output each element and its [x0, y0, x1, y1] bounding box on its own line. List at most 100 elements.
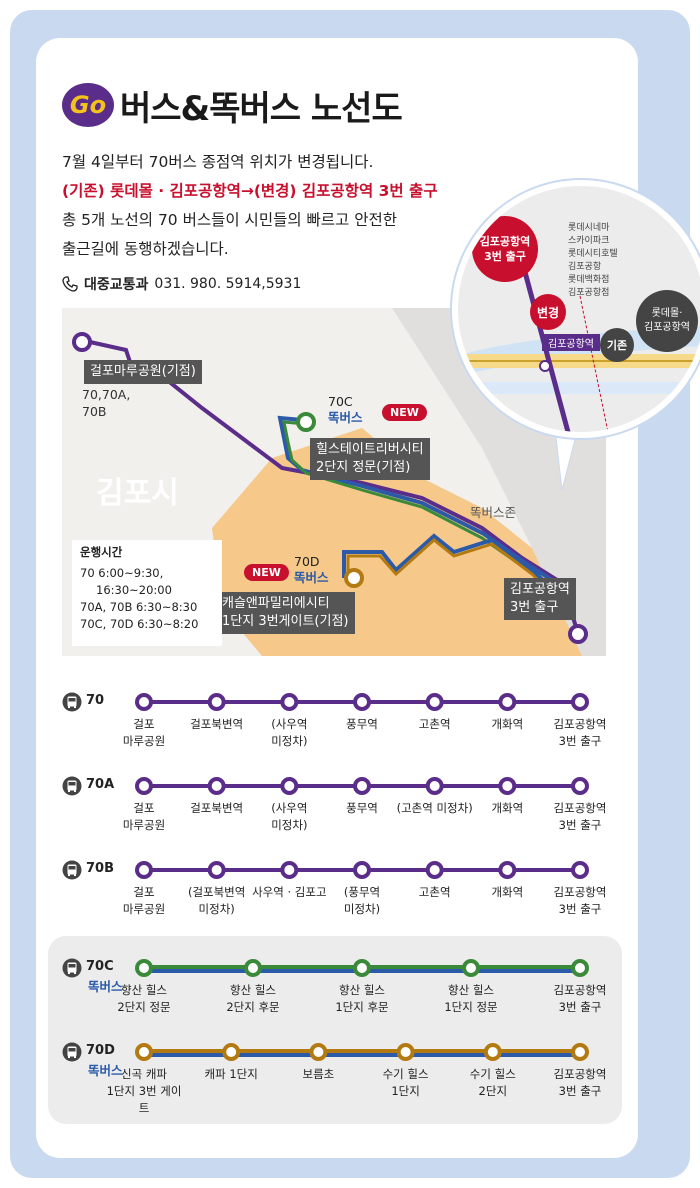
- stop-label: 개화역: [491, 885, 524, 899]
- route-line-diagram: [135, 959, 589, 977]
- stop-marker: [207, 693, 226, 711]
- contact-number[interactable]: 031. 980. 5914,5931: [154, 276, 302, 292]
- intro-text: 7월 4일부터 70버스 종점역 위치가 변경됩니다. (기존) 롯데몰 · 김…: [62, 148, 482, 264]
- header: Go 버스&똑버스 노선도: [62, 82, 403, 129]
- page-title: 버스&똑버스 노선도: [120, 88, 403, 129]
- end-gimpo-airport-label: 김포공항역 3번 출구: [504, 578, 576, 620]
- intro-line-4: 출근길에 동행하겠습니다.: [62, 240, 229, 258]
- stop-label: 캐파 1단지: [204, 1067, 258, 1081]
- stop-label: (고촌역 미정차): [396, 801, 473, 815]
- capa-route-label: 70D 똑버스: [294, 554, 329, 585]
- inset-change-location: 김포공항역 3번 출구: [472, 216, 538, 282]
- end-gimpo-airport-marker: [568, 624, 588, 644]
- bus-icon: [62, 958, 82, 978]
- stop-marker: [244, 959, 262, 977]
- route-number: 70: [86, 693, 105, 708]
- operating-hours: 운행시간 70 6:00~9:30, 16:30~20:00 70A, 70B …: [72, 540, 222, 646]
- stop-label: 고촌역: [418, 717, 451, 731]
- stop-label: 걸포북변역: [190, 717, 244, 731]
- hill-route-label: 70C 똑버스: [328, 394, 363, 425]
- stop-label: 개화역: [491, 801, 524, 815]
- go-logo: Go: [62, 83, 114, 127]
- new-badge-70c: NEW: [382, 404, 427, 421]
- new-badge-70d: NEW: [244, 564, 289, 581]
- inset-old-location: 롯데몰· 김포공항역: [636, 290, 698, 352]
- stop-label: 사우역 · 김포고: [252, 885, 327, 899]
- stop-marker: [483, 1043, 502, 1061]
- stop-marker: [135, 861, 153, 879]
- route-70c-line-blue: [277, 415, 572, 609]
- bus-icon: [62, 776, 82, 796]
- stop-marker: [353, 777, 371, 795]
- bus-icon: [62, 860, 82, 880]
- stop-marker: [571, 1043, 589, 1061]
- route-subtitle: 똑버스: [88, 1063, 123, 1078]
- route-number: 70B: [86, 861, 114, 876]
- route-number: 70C: [86, 959, 114, 974]
- start-hill-marker: [296, 412, 316, 432]
- start-gulpo-label: 걸포마루공원(기점): [84, 360, 202, 384]
- stop-label: 개화역: [491, 717, 524, 731]
- phone-icon: [62, 276, 78, 292]
- contact-info: 대중교통과 031. 980. 5914,5931: [62, 274, 301, 294]
- route-line-diagram: [135, 1043, 589, 1061]
- stop-marker: [571, 861, 589, 879]
- stop-marker: [571, 693, 589, 711]
- stop-marker: [571, 777, 589, 795]
- inset-map: 김포공항역 3번 출구 변경 기존 롯데몰· 김포공항역 김포공항역 롯데시네마…: [452, 180, 700, 438]
- intro-line-3: 총 5개 노선의 70 버스들이 시민들의 빠르고 안전한: [62, 211, 398, 229]
- stop-marker: [309, 1043, 328, 1061]
- map-zone-label: 똑버스존: [470, 505, 517, 520]
- stop-marker: [498, 693, 517, 711]
- stop-marker: [207, 777, 226, 795]
- stop-marker: [498, 861, 517, 879]
- stop-marker: [207, 861, 226, 879]
- stop-marker: [425, 777, 444, 795]
- stop-marker: [222, 1043, 241, 1061]
- route-70d-line-blue: [342, 533, 564, 600]
- contact-department: 대중교통과: [84, 277, 149, 293]
- route-number: 70D: [86, 1043, 115, 1058]
- stop-marker: [135, 777, 153, 795]
- inset-station-label: 김포공항역: [542, 334, 600, 351]
- route-line-diagram: [135, 861, 589, 879]
- stop-marker: [135, 693, 153, 711]
- route-number: 70A: [86, 777, 115, 792]
- bus-icon: [62, 692, 82, 712]
- stop-marker: [498, 777, 517, 795]
- stop-label: 고촌역: [418, 885, 451, 899]
- intro-line-1: 7월 4일부터 70버스 종점역 위치가 변경됩니다.: [62, 153, 374, 171]
- stop-marker: [353, 693, 371, 711]
- stop-marker: [425, 861, 444, 879]
- route-line-diagram: [135, 693, 589, 711]
- stop-marker: [280, 693, 299, 711]
- stop-label: 풍무역: [346, 801, 378, 815]
- map-city-label: 김포시: [96, 476, 179, 511]
- inset-old-tag: 기존: [600, 328, 634, 362]
- stop-marker: [353, 861, 371, 879]
- stop-marker: [462, 959, 480, 977]
- stop-marker: [396, 1043, 415, 1061]
- stop-label: 걸포북변역: [190, 801, 244, 815]
- hill-start-label: 힐스테이트리버시티 2단지 정문(기점): [310, 438, 430, 480]
- stop-marker: [280, 861, 299, 879]
